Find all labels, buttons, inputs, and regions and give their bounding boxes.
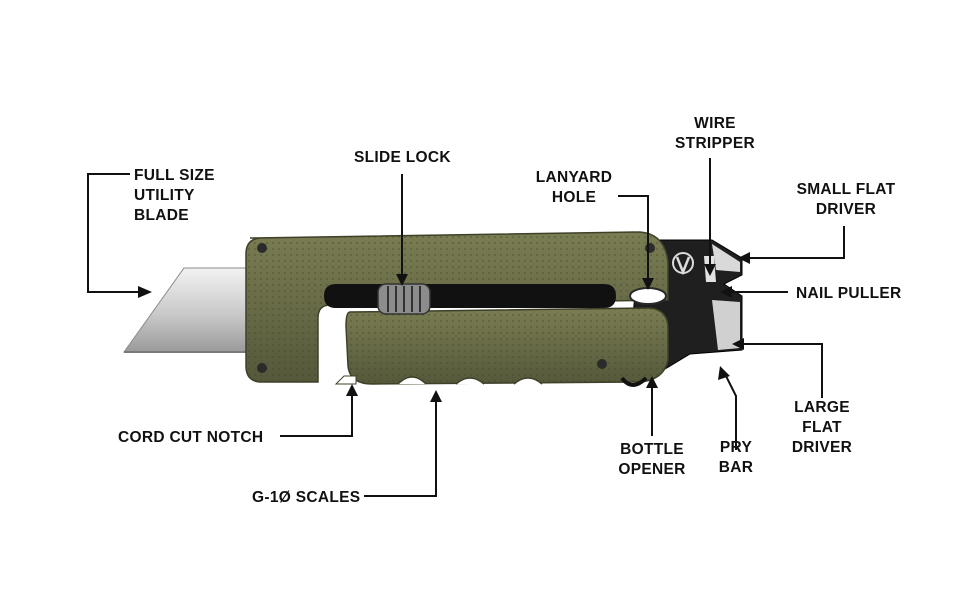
screw [645, 243, 655, 253]
lanyard-hole [629, 287, 667, 305]
arrowheads [138, 252, 750, 402]
screw [257, 243, 267, 253]
arrow-large-driver [732, 338, 744, 350]
label-line: STRIPPER [675, 135, 755, 152]
label-pry-bar: PRY BAR [706, 438, 766, 478]
g10-scale-back [245, 231, 669, 383]
bottle-opener [620, 376, 648, 387]
label-slide-lock: SLIDE LOCK [354, 148, 451, 168]
label-line: LARGE [794, 399, 850, 416]
arrow-cord-cut [346, 384, 358, 396]
g10-scale-front [345, 307, 669, 385]
label-line: OPENER [618, 461, 686, 478]
callout-cord-cut [280, 390, 353, 437]
label-line: CORD CUT NOTCH [118, 429, 264, 446]
label-line: SMALL FLAT [796, 181, 896, 198]
label-nail-puller: NAIL PULLER [796, 284, 902, 304]
label-line: BOTTLE [620, 441, 684, 458]
arrow-lanyard [642, 278, 654, 290]
label-line: UTILITY [134, 187, 195, 204]
cord-cut-notch [334, 375, 357, 385]
label-line: G-1Ø SCALES [252, 489, 361, 506]
label-cord-cut-notch: CORD CUT NOTCH [118, 428, 263, 448]
label-lanyard-hole: LANYARD HOLE [534, 168, 614, 208]
label-line: NAIL PULLER [796, 285, 902, 302]
callout-lines [87, 158, 845, 497]
label-line: PRY [719, 439, 753, 456]
label-line: FULL SIZE [134, 167, 215, 184]
label-line: HOLE [551, 189, 597, 206]
label-small-flat-driver: SMALL FLAT DRIVER [786, 180, 906, 220]
arrow-blade [138, 286, 152, 298]
screw [257, 363, 267, 373]
arrow-pry-bar [718, 366, 730, 380]
arrow-slide-lock [396, 274, 408, 286]
label-line: DRIVER [791, 439, 853, 456]
slide-lock[interactable] [377, 283, 431, 315]
callout-blade [87, 173, 148, 293]
label-line: LANYARD [535, 169, 613, 186]
label-line: BLADE [134, 207, 189, 224]
callout-small-driver [744, 226, 845, 259]
callout-lanyard [618, 195, 649, 284]
arrow-scales [430, 390, 442, 402]
label-g10-scales: G-1Ø SCALES [252, 488, 360, 508]
label-line: WIRE [694, 115, 736, 132]
label-wire-stripper: WIRE STRIPPER [670, 114, 760, 154]
arrow-bottle-opener [646, 376, 658, 388]
arrow-small-driver [738, 252, 750, 264]
label-line: SLIDE LOCK [354, 149, 451, 166]
callout-pry-bar [723, 371, 737, 450]
label-line: FLAT [802, 419, 842, 436]
gerber-logo-icon [672, 252, 694, 276]
label-line: DRIVER [815, 201, 877, 218]
arrow-nail-puller [720, 286, 732, 298]
callout-scales [364, 396, 437, 497]
label-line: BAR [718, 459, 754, 476]
label-bottle-opener: BOTTLE OPENER [612, 440, 692, 480]
label-large-flat-driver: LARGE FLAT DRIVER [782, 398, 862, 458]
label-full-size-utility-blade: FULL SIZE UTILITY BLADE [134, 166, 215, 226]
callout-large-driver [738, 343, 823, 398]
arrow-wire-stripper [704, 264, 716, 276]
screw [597, 359, 607, 369]
